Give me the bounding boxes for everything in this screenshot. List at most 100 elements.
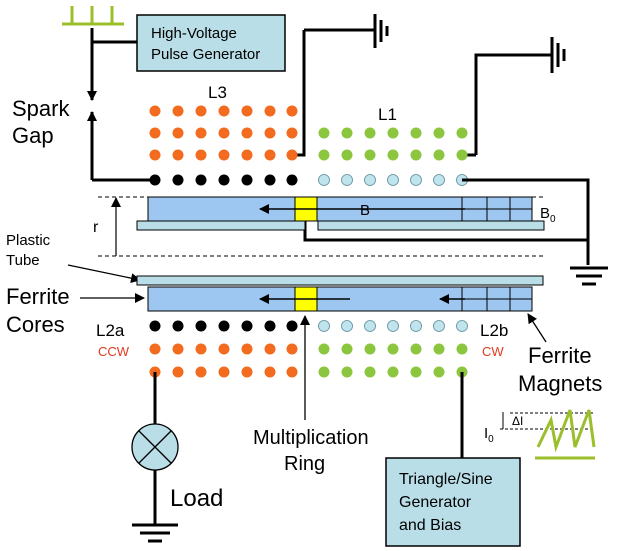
generator-line1: Triangle/Sine — [399, 471, 493, 488]
coil-l2b-dot — [318, 366, 330, 378]
multiplication-ring-label-line2: Ring — [284, 453, 325, 475]
bias-waveform-icon: I0 ΔI — [484, 409, 596, 460]
ground-symbol-top-1 — [304, 14, 389, 48]
coil-l1-dot — [387, 149, 399, 161]
coil-l2a-lead-dot — [264, 320, 276, 332]
coil-l2b-lead-dot — [433, 320, 445, 332]
multiplication-ring-label-line1: Multiplication — [253, 427, 369, 449]
generator-line2: Generator — [399, 494, 472, 511]
coil-l3-dot — [286, 127, 298, 139]
coil-l3-lead-dot — [286, 174, 298, 186]
coil-l2a-dot — [286, 343, 298, 355]
coil-l2a-dot — [264, 343, 276, 355]
coil-l1-dot — [410, 149, 422, 161]
coil-l3-dot — [195, 149, 207, 161]
plastic-tube-label-line2: Tube — [6, 252, 40, 269]
coil-l1-lead-dot — [364, 174, 376, 186]
coil-l3-dot — [149, 127, 161, 139]
coil-l2a-dot — [218, 343, 230, 355]
ferrite-cores-label-line2: Cores — [6, 312, 65, 337]
coil-l1-lead-dot — [410, 174, 422, 186]
coil-l3-dot — [218, 149, 230, 161]
ground-symbol-top-2 — [474, 37, 566, 155]
coil-l1-dot — [364, 149, 376, 161]
coil-l2a-dot — [195, 343, 207, 355]
r-label: r — [93, 219, 99, 236]
coil-l1-dot — [318, 149, 330, 161]
b0-label: B0 — [540, 205, 556, 225]
l2a-label: L2a — [96, 321, 125, 340]
coil-l2a-lead-dot — [172, 320, 184, 332]
load-lamp-icon — [131, 423, 179, 471]
generator-line3: and Bias — [399, 517, 461, 534]
coil-l3-dot — [218, 127, 230, 139]
coil-l2b-dot — [433, 366, 445, 378]
ground-symbol-right — [570, 266, 608, 286]
coil-l1-lead-dot — [341, 174, 353, 186]
coil-l2a-dot — [264, 366, 276, 378]
coil-l2b-dot — [318, 343, 330, 355]
coil-l1-dot — [341, 127, 353, 139]
coil-l2a-lead-dot — [241, 320, 253, 332]
coil-l2a-lead-dot — [286, 320, 298, 332]
coil-l2b-lead-dot — [364, 320, 376, 332]
coil-l2a-lead-dot — [218, 320, 230, 332]
coil-l2b-dot — [456, 343, 468, 355]
l3-label: L3 — [208, 83, 227, 102]
coil-l2b-dot — [410, 343, 422, 355]
coil-l2b-lead-dot — [341, 320, 353, 332]
coil-l3-lead-dot — [195, 174, 207, 186]
coil-l3-dot — [241, 127, 253, 139]
coil-l1-dot — [456, 149, 468, 161]
cw-label: CW — [482, 344, 504, 359]
coil-l3-dot — [149, 105, 161, 117]
coil-l3-dot — [195, 105, 207, 117]
coil-l2a-dot — [241, 366, 253, 378]
coil-l1-dot — [318, 127, 330, 139]
coil-l2b-lead-dot — [410, 320, 422, 332]
plastic-tube-upper-right — [317, 220, 545, 231]
coil-l2b-dot — [387, 343, 399, 355]
ferrite-magnets-label-line2: Magnets — [518, 371, 602, 396]
i0-label: I0 — [484, 425, 494, 445]
coil-l3-dot — [264, 149, 276, 161]
coil-l3-dot — [172, 127, 184, 139]
l1-label: L1 — [378, 105, 397, 124]
coil-l2b-dot — [410, 366, 422, 378]
ccw-label: CCW — [98, 344, 130, 359]
coil-l3-dot — [286, 105, 298, 117]
coil-l2a-lead-dot — [195, 320, 207, 332]
coil-dots — [149, 105, 468, 378]
coil-l1-dot — [410, 127, 422, 139]
spark-gap-label-line2: Gap — [12, 123, 54, 148]
coil-l3-dot — [218, 105, 230, 117]
triangle-sine-generator-box: Triangle/Sine Generator and Bias — [385, 457, 521, 547]
plastic-tube-label-line1: Plastic — [6, 232, 51, 249]
coil-l1-dot — [387, 127, 399, 139]
coil-l2b-dot — [364, 343, 376, 355]
coil-l1-dot — [433, 127, 445, 139]
coil-l1-lead-dot — [387, 174, 399, 186]
coil-l2a-dot — [195, 366, 207, 378]
coil-l3-dot — [195, 127, 207, 139]
coil-l1-dot — [456, 127, 468, 139]
coil-l2a-dot — [149, 343, 161, 355]
plastic-tube-upper-left — [136, 220, 306, 231]
coil-l3-dot — [172, 105, 184, 117]
coil-l3-lead-dot — [241, 174, 253, 186]
coil-l1-dot — [364, 127, 376, 139]
coil-l1-dot — [433, 149, 445, 161]
coil-l3-dot — [241, 149, 253, 161]
coil-l2b-lead-dot — [456, 320, 468, 332]
b-field-label: B — [360, 202, 370, 219]
coil-l2a-dot — [172, 366, 184, 378]
coil-l2a-dot — [172, 343, 184, 355]
hv-pulse-generator-box: High-Voltage Pulse Generator — [136, 14, 286, 72]
coil-l2a-dot — [286, 366, 298, 378]
hv-generator-line1: High-Voltage — [151, 25, 237, 42]
ferrite-cores-label-line1: Ferrite — [6, 284, 70, 309]
load-label: Load — [170, 485, 223, 512]
coil-l2a-dot — [218, 366, 230, 378]
coil-l3-lead-dot — [172, 174, 184, 186]
coil-l2b-dot — [433, 343, 445, 355]
